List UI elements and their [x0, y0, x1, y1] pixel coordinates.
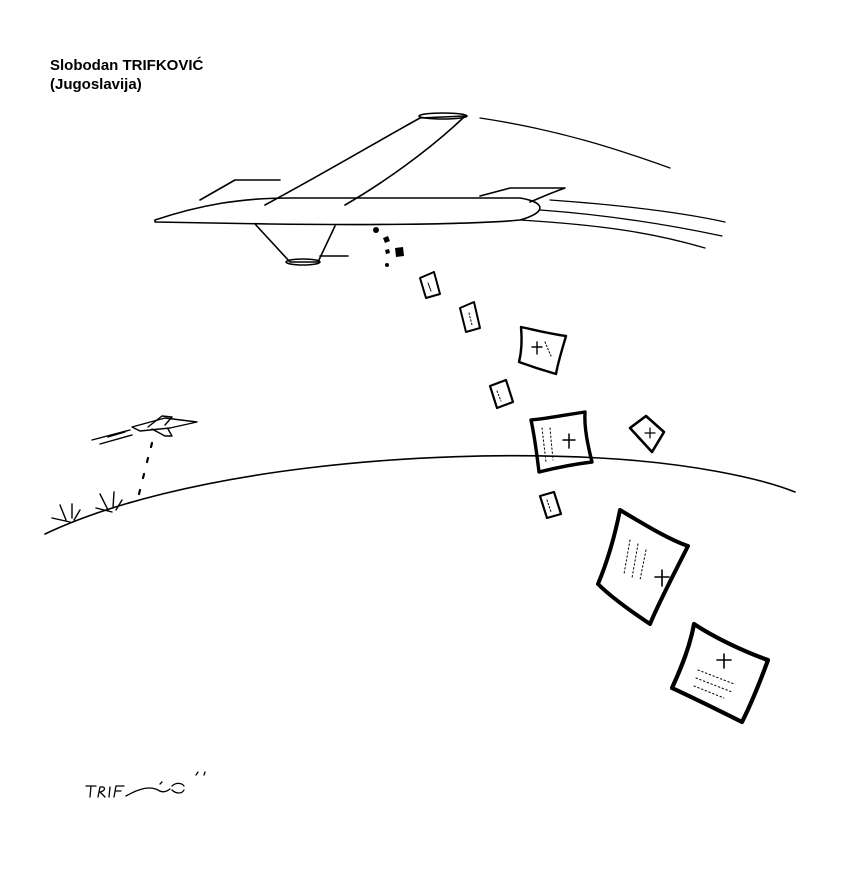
artist-caption: Slobodan TRIFKOVIĆ (Jugoslavija): [50, 56, 203, 94]
leaflet: [419, 271, 441, 299]
explosion-marks: [51, 491, 123, 523]
leaflet: [538, 490, 563, 520]
artist-country: (Jugoslavija): [50, 76, 142, 93]
leaflet: [669, 621, 771, 725]
bomber-plane: [154, 112, 726, 266]
leaflet: [517, 325, 568, 376]
artist-name: Slobodan TRIFKOVIĆ: [50, 57, 204, 74]
leaflet: [488, 378, 515, 410]
horizon-line: [44, 454, 796, 535]
leaflet: [596, 508, 690, 626]
leaflet: [459, 301, 481, 333]
falling-debris: [373, 227, 404, 267]
leaflet: [529, 410, 594, 474]
fighter-jet: [91, 415, 198, 496]
artist-signature: [85, 771, 206, 798]
leaflet: [628, 414, 666, 454]
